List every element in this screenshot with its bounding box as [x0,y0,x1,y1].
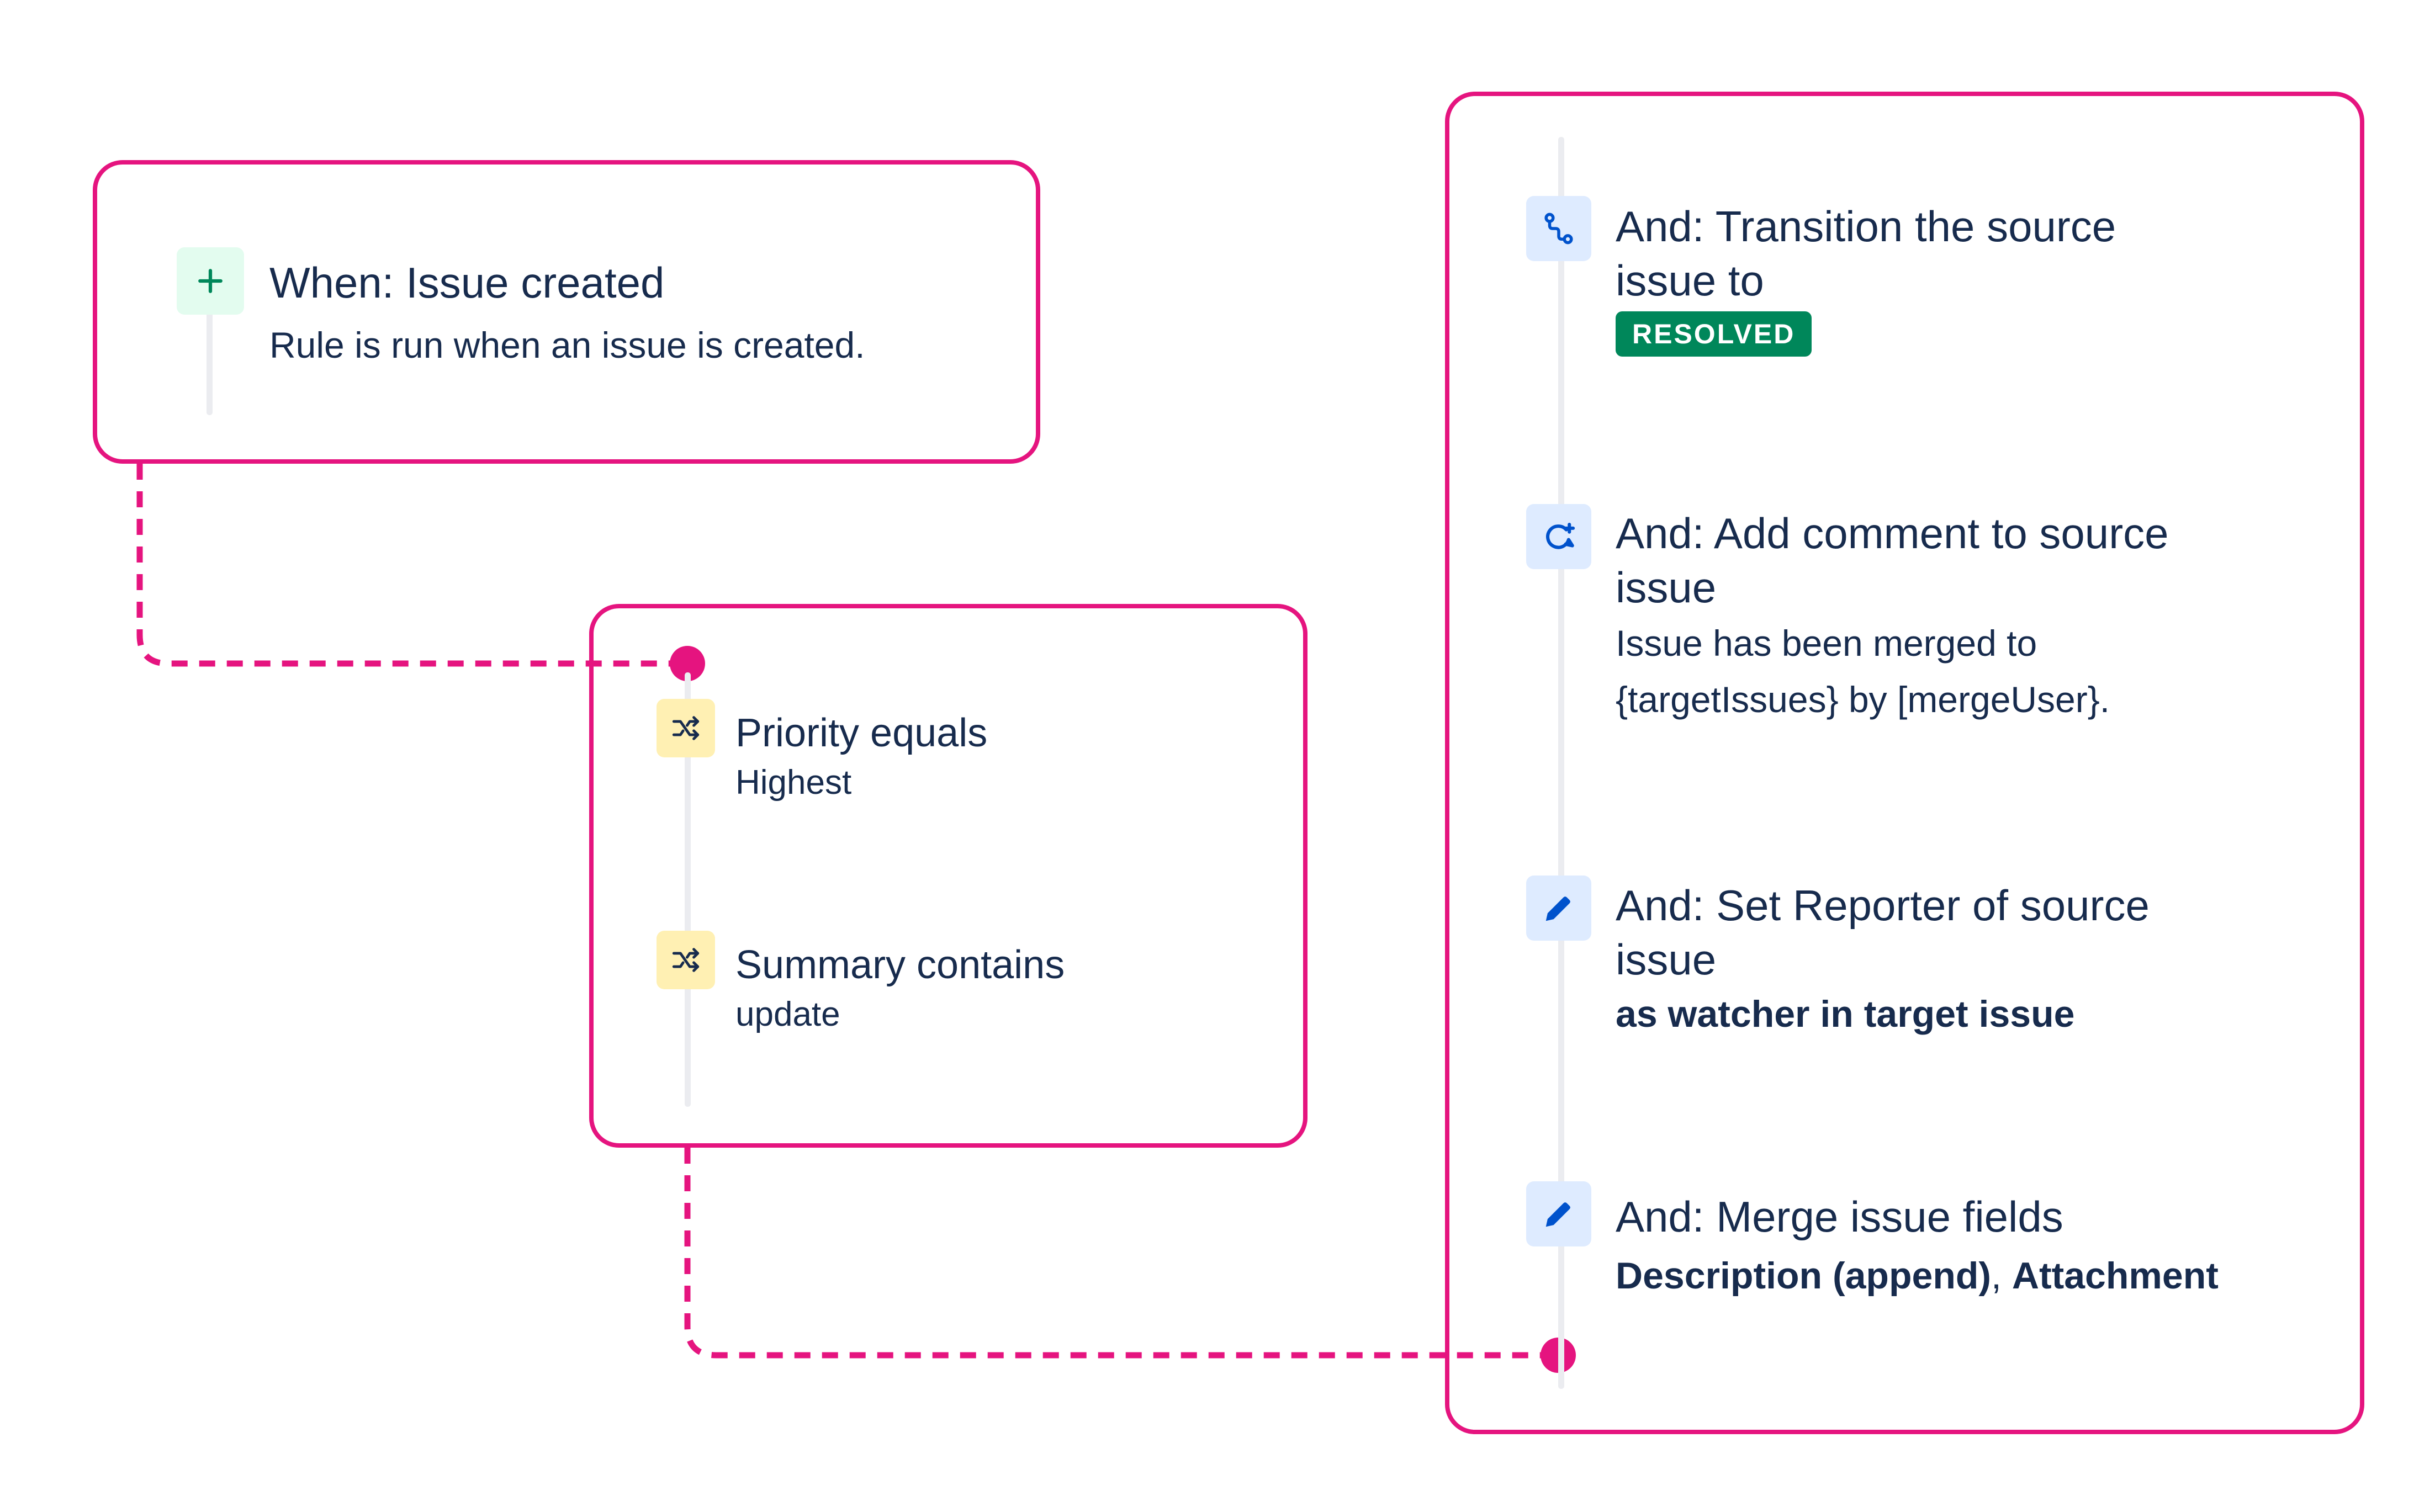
condition-title: Summary contains [735,943,1065,987]
shuffle-icon [657,699,715,757]
comment-icon [1526,504,1591,569]
merge-field-list: Description (append), Attachment [1616,1251,2219,1301]
condition-value: update [735,995,840,1033]
merge-field-attachment: Attachment [2011,1255,2219,1297]
trigger-rail [207,250,213,415]
pencil-icon [1526,876,1591,941]
plus-icon [177,247,244,315]
transition-icon [1526,196,1591,261]
action-title-line1: And: Transition the source [1616,202,2116,251]
trigger-description: Rule is run when an issue is created. [269,325,865,365]
shuffle-icon [657,931,715,989]
reporter-detail: as watcher in target issue [1616,993,2075,1035]
action-title-line2: issue [1616,563,1717,612]
condition-title: Priority equals [735,711,988,755]
actions-group [1445,92,2364,1434]
pencil-icon [1526,1181,1591,1246]
comment-body-line2: {targetIssues} by [mergeUser}. [1616,679,2110,720]
comment-body-line1: Issue has been merged to [1616,623,2037,664]
trigger-title: When: Issue created [269,258,665,307]
action-title-line2: issue to [1616,256,1764,305]
connector-trigger-to-conditions [136,464,684,667]
connector-conditions-to-actions [684,1148,1552,1359]
action-title-line1: And: Add comment to source [1616,509,2169,558]
condition-value: Highest [735,763,852,802]
merge-field-separator: , [1991,1255,2012,1297]
junction-dot-conditions [670,646,705,681]
action-title: And: Merge issue fields [1616,1192,2063,1241]
conditions-group [589,604,1308,1148]
conditions-rail [685,672,691,1107]
merge-field-description: Description (append) [1616,1255,1992,1297]
trigger-group [93,160,1040,464]
action-title-line1: And: Set Reporter of source [1616,881,2150,930]
status-lozenge-resolved: RESOLVED [1616,311,1812,357]
action-title-line2: issue [1616,935,1717,984]
actions-rail [1558,137,1564,1389]
